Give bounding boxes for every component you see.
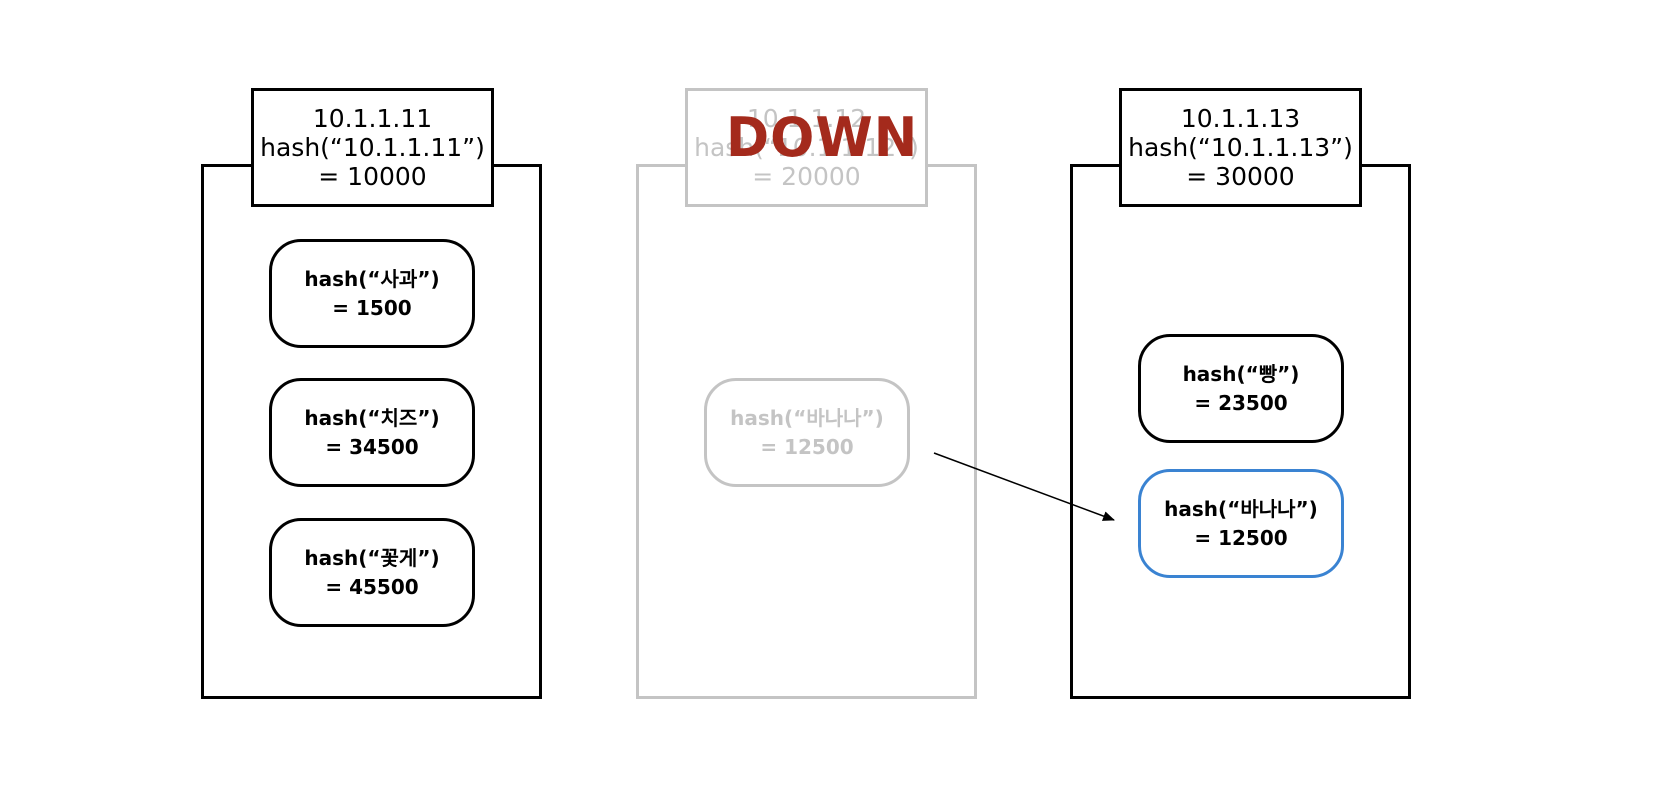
key-hash-expr: hash(“꽃게”)	[304, 545, 440, 570]
server-hash-expr: hash(“10.1.1.13”)	[1128, 133, 1353, 162]
down-status-stamp: DOWN	[726, 106, 919, 170]
server-label: 10.1.1.11 hash(“10.1.1.11”) = 10000	[251, 88, 494, 207]
server-hash-value: = 30000	[1186, 162, 1295, 191]
key-card-relocated: hash(“바나나”) = 12500	[1138, 469, 1344, 578]
key-hash-expr: hash(“빵”)	[1182, 361, 1300, 386]
key-hash-value: = 45500	[325, 574, 419, 599]
key-hash-value: = 34500	[325, 434, 419, 459]
key-hash-expr: hash(“사과”)	[304, 266, 440, 291]
server-hash-expr: hash(“10.1.1.11”)	[260, 133, 485, 162]
key-card-removed: hash(“바나나”) = 12500	[704, 378, 910, 487]
server-ip: 10.1.1.13	[1180, 104, 1301, 133]
key-hash-expr: hash(“치즈”)	[304, 405, 440, 430]
key-hash-expr: hash(“바나나”)	[730, 405, 884, 430]
key-hash-value: = 1500	[332, 295, 412, 320]
key-card: hash(“치즈”) = 34500	[269, 378, 475, 487]
server-label: 10.1.1.13 hash(“10.1.1.13”) = 30000	[1119, 88, 1362, 207]
key-hash-expr: hash(“바나나”)	[1164, 496, 1318, 521]
server-ip: 10.1.1.12	[746, 104, 867, 133]
key-card: hash(“꽃게”) = 45500	[269, 518, 475, 627]
server-ip: 10.1.1.11	[312, 104, 433, 133]
server-hash-expr: hash(“10.1.1.12”)	[694, 133, 919, 162]
key-hash-value: = 12500	[760, 434, 854, 459]
server-label: 10.1.1.12 hash(“10.1.1.12”) = 20000	[685, 88, 928, 207]
key-card: hash(“빵”) = 23500	[1138, 334, 1344, 443]
key-hash-value: = 23500	[1194, 390, 1288, 415]
key-hash-value: = 12500	[1194, 525, 1288, 550]
key-card: hash(“사과”) = 1500	[269, 239, 475, 348]
server-hash-value: = 20000	[752, 162, 861, 191]
server-hash-value: = 10000	[318, 162, 427, 191]
